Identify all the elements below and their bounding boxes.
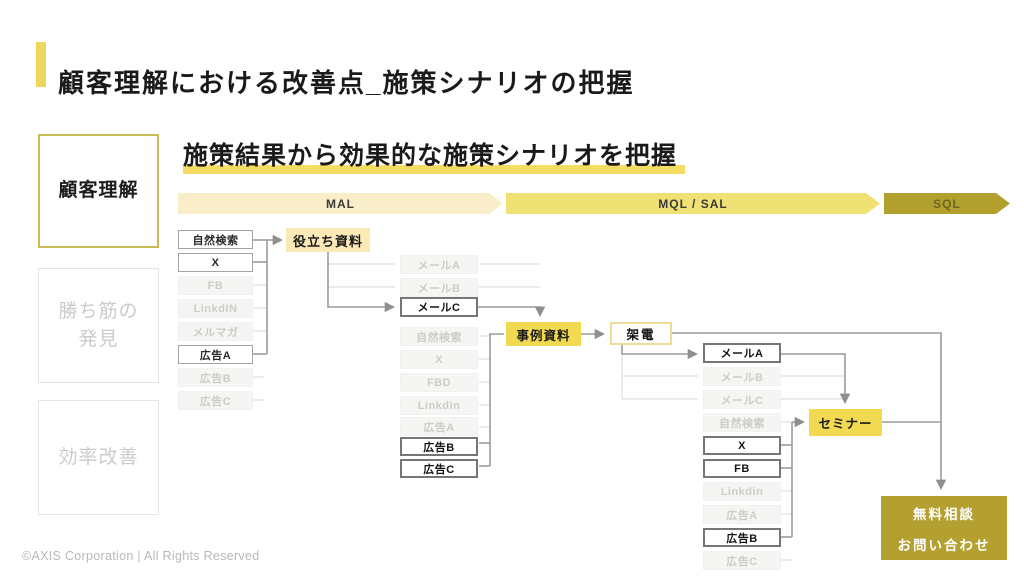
node-c2-mail-a: メールA [400, 255, 478, 274]
node-c1-x: X [178, 253, 253, 272]
node-c3-ad-b: 広告B [400, 437, 478, 456]
node-c5-organic-search: 自然検索 [703, 413, 781, 432]
sidebar-item-customer-understanding: 顧客理解 [38, 134, 159, 248]
node-c1-fb: FB [178, 276, 253, 295]
node-c1-ad-b: 広告B [178, 368, 253, 387]
node-c1-linkedin: LinkdIN [178, 299, 253, 318]
funnel-stage-mql-sal: MQL / SAL [506, 193, 880, 214]
node-c1-organic-search: 自然検索 [178, 230, 253, 249]
node-seminar: セミナー [809, 409, 882, 436]
node-useful-material: 役立ち資料 [286, 228, 370, 252]
node-c1-mail-magazine: メルマガ [178, 322, 253, 341]
connectors-active [253, 234, 947, 538]
funnel-stage-mql-sal-label: MQL / SAL [658, 196, 728, 211]
funnel-stage-mal: MAL [178, 193, 503, 214]
node-c5-ad-a: 広告A [703, 505, 781, 524]
node-c4-mail-c: メールC [703, 390, 781, 409]
node-c3-organic-search: 自然検索 [400, 327, 478, 346]
section-subtitle: 施策結果から効果的な施策シナリオを把握 [183, 136, 686, 175]
node-c3-ad-a: 広告A [400, 417, 478, 436]
node-c2-mail-b: メールB [400, 278, 478, 297]
sidebar-item-efficiency: 効率改善 [38, 400, 159, 515]
sidebar-item-winning-pattern: 勝ち筋の 発見 [38, 268, 159, 383]
node-c1-ad-c: 広告C [178, 391, 253, 410]
node-phone-call: 架電 [610, 322, 672, 345]
node-c3-ad-c: 広告C [400, 459, 478, 478]
copyright-footer: ©AXIS Corporation | All Rights Reserved [22, 549, 260, 563]
node-c5-x: X [703, 436, 781, 455]
title-accent-bar [36, 42, 46, 87]
node-cta-contact: 無料相談お問い合わせ [881, 496, 1007, 560]
node-c4-mail-a: メールA [703, 343, 781, 363]
node-c3-linkedin: Linkdin [400, 396, 478, 415]
node-c5-ad-b: 広告B [703, 528, 781, 547]
funnel-stage-sql: SQL [884, 193, 1010, 214]
node-c4-mail-b: メールB [703, 367, 781, 386]
node-c5-linkedin: Linkdin [703, 482, 781, 501]
funnel-stage-sql-label: SQL [933, 196, 961, 211]
node-c5-fb: FB [703, 459, 781, 478]
node-c3-x: X [400, 350, 478, 369]
node-c2-mail-c: メールC [400, 297, 478, 317]
node-c5-ad-c: 広告C [703, 551, 781, 570]
node-c1-ad-a: 広告A [178, 345, 253, 364]
node-c3-fbd: FBD [400, 373, 478, 392]
page-title: 顧客理解における改善点_施策シナリオの把握 [58, 68, 635, 99]
node-case-study-material: 事例資料 [506, 322, 581, 346]
funnel-stage-mal-label: MAL [326, 196, 355, 211]
